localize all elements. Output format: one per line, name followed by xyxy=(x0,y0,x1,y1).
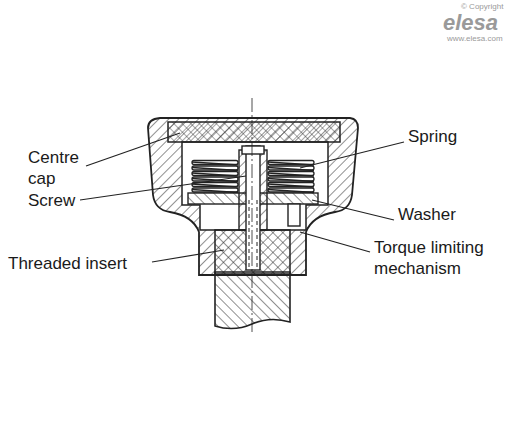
screw-thread xyxy=(249,200,257,268)
knob-body xyxy=(148,118,358,275)
spring-coil xyxy=(268,172,314,176)
spring-coil xyxy=(192,161,238,165)
watermark: www.elesa.com xyxy=(447,34,509,44)
part-label: Spring xyxy=(408,126,498,147)
spring-coil xyxy=(268,188,314,192)
spring-coil xyxy=(268,177,314,181)
part-label: Washer xyxy=(398,204,488,225)
spring-coil xyxy=(268,161,314,165)
torque-pin xyxy=(288,204,300,226)
centre-cap xyxy=(168,122,340,142)
screw-head xyxy=(242,146,264,154)
part-label: Centre cap xyxy=(28,147,90,189)
spring-coil xyxy=(268,183,314,187)
part-label: Torque limiting mechanism xyxy=(374,237,508,279)
spring-coil xyxy=(192,166,238,170)
spring-coils xyxy=(192,161,314,193)
screw xyxy=(246,146,260,270)
shaft xyxy=(215,272,290,329)
leader-lines xyxy=(80,133,404,262)
centre-line xyxy=(252,98,253,334)
spring-coil xyxy=(192,172,238,176)
part-label: Screw xyxy=(28,190,108,211)
watermark-logo: elesa xyxy=(443,10,509,36)
spring-coil xyxy=(192,188,238,192)
part-label: Threaded insert xyxy=(8,253,168,274)
